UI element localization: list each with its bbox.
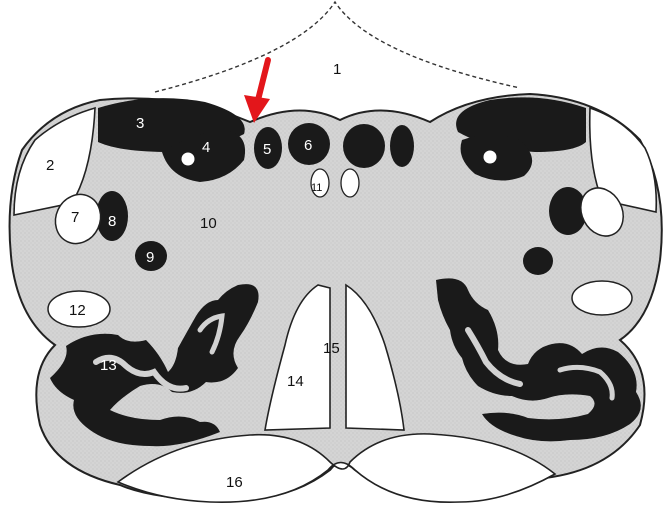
region-11-right [341,169,359,197]
region-4-right-white-dot [484,151,497,164]
label-2: 2 [46,157,54,174]
region-4-white-dot [182,153,195,166]
label-12: 12 [69,302,86,319]
label-11: 11 [311,182,322,194]
label-1: 1 [333,61,341,78]
label-4: 4 [202,139,210,156]
region-1-dashed-outline [155,2,520,92]
region-6-right [343,124,385,168]
label-15: 15 [323,340,340,357]
label-8: 8 [108,213,116,230]
label-3: 3 [136,115,144,132]
label-14: 14 [287,373,304,390]
label-13: 13 [100,357,117,374]
label-5: 5 [263,141,271,158]
red-arrow-icon [244,60,270,123]
region-5-right [390,125,414,167]
label-6: 6 [304,137,312,154]
label-10: 10 [200,215,217,232]
label-16: 16 [226,474,243,491]
label-9: 9 [146,249,154,266]
label-7: 7 [71,209,79,226]
region-9-right [523,247,553,275]
region-12-right [572,281,632,315]
